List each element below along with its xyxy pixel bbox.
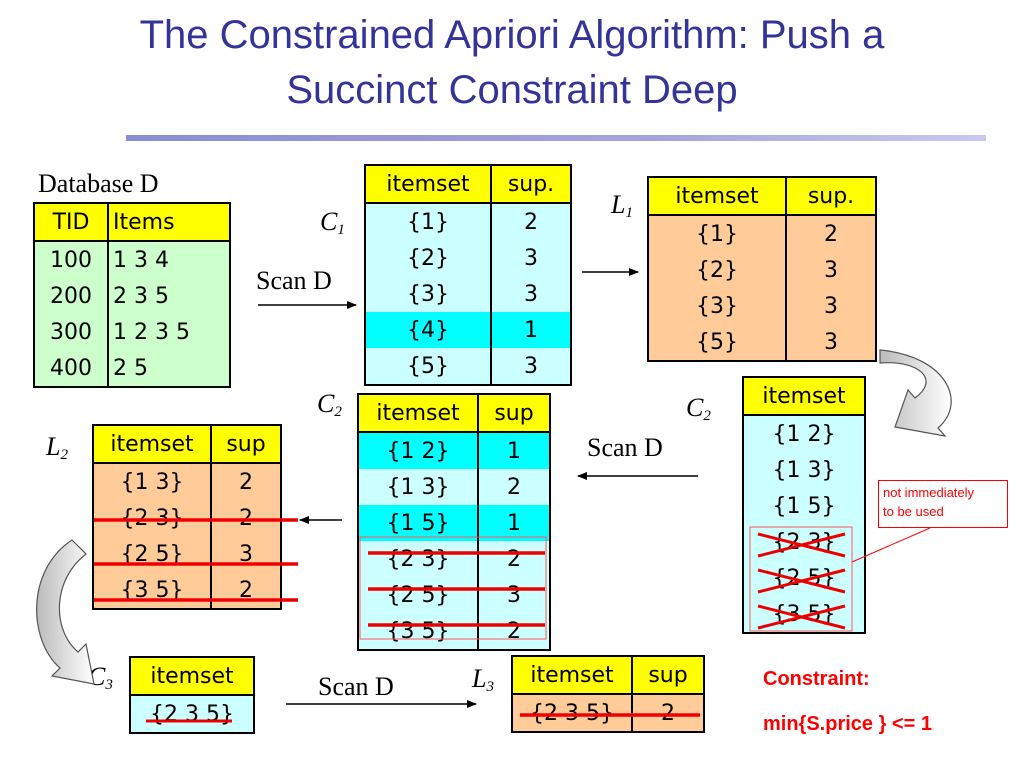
c2-candidate-row: {1 2} xyxy=(742,415,866,452)
l1-row: {1}2 xyxy=(647,215,877,252)
title-line-2: Succinct Constraint Deep xyxy=(286,68,738,112)
l1-header-sup: sup. xyxy=(785,177,877,216)
items-cell: 1 3 4 xyxy=(107,241,231,278)
title-line-1: The Constrained Apriori Algorithm: Push … xyxy=(139,13,885,57)
l3-header-itemset: itemset xyxy=(511,656,633,695)
items-cell: 1 2 3 5 xyxy=(107,314,231,350)
title-divider xyxy=(126,135,986,141)
c1-row: {2}3 xyxy=(364,240,572,276)
cross-c2-23-b xyxy=(757,532,846,558)
curved-arrow-l2-to-c3 xyxy=(36,539,95,685)
c1-row: {3}3 xyxy=(364,276,572,312)
c2-counted-row: {1 3}2 xyxy=(357,469,551,505)
c2-candidate-row: {1 3} xyxy=(742,452,866,488)
slide-title: The Constrained Apriori Algorithm: Push … xyxy=(0,8,1024,118)
tid-cell: 200 xyxy=(33,278,109,314)
c2-counted-row: {2 5}3 xyxy=(357,577,551,613)
tid-cell: 300 xyxy=(33,314,109,350)
l1-row: {2}3 xyxy=(647,252,877,288)
c2-counted-label: C2 xyxy=(317,389,342,420)
note-line-1: not immediately xyxy=(883,485,975,500)
items-cell: 2 5 xyxy=(107,350,231,387)
l2-row: {1 3}2 xyxy=(92,463,282,500)
l3-header-sup: sup xyxy=(631,656,705,695)
note-callout-line xyxy=(851,527,931,563)
database-header-tid: TID xyxy=(33,203,109,242)
c2-candidates-label: C2 xyxy=(686,393,711,424)
l1-header-itemset: itemset xyxy=(647,177,787,216)
l2-header-itemset: itemset xyxy=(92,425,212,464)
c1-row-pruned: {4}1 xyxy=(364,312,572,348)
curved-arrow-l1-to-c2 xyxy=(879,349,952,437)
c1-row: {1}2 xyxy=(364,203,572,240)
scan-label-2: Scan D xyxy=(587,433,663,462)
scan-label-1: Scan D xyxy=(256,266,332,295)
cross-c2-25-b xyxy=(757,568,846,594)
c2-candidates-header: itemset xyxy=(742,377,866,416)
cross-c2-35-b xyxy=(757,604,846,630)
c1-header-sup: sup. xyxy=(490,165,572,204)
c1-label: C1 xyxy=(320,207,345,238)
l3-label: L3 xyxy=(472,664,494,695)
c2-candidate-row: {1 5} xyxy=(742,488,866,524)
l2-row: {2 3}2 xyxy=(92,500,282,536)
database-header-items: Items xyxy=(107,203,231,242)
l3-row: {2 3 5}2 xyxy=(511,694,705,732)
c3-table: itemset {2 3 5} xyxy=(129,656,255,734)
l2-header-sup: sup xyxy=(210,425,282,464)
c1-header-itemset: itemset xyxy=(364,165,492,204)
l1-row: {3}3 xyxy=(647,288,877,324)
c2-counted-header-sup: sup xyxy=(477,394,551,433)
database-label: Database D xyxy=(38,169,159,198)
c3-row: {2 3 5} xyxy=(129,695,255,733)
tid-cell: 400 xyxy=(33,350,109,387)
l2-label: L2 xyxy=(46,432,68,463)
items-cell: 2 3 5 xyxy=(107,278,231,314)
c2-counted-header-itemset: itemset xyxy=(357,394,479,433)
c1-row: {5}3 xyxy=(364,348,572,385)
scan-label-3: Scan D xyxy=(318,672,394,701)
l1-row: {5}3 xyxy=(647,324,877,361)
tid-cell: 100 xyxy=(33,241,109,278)
l1-label: L1 xyxy=(611,190,633,221)
constraint-expression: min{S.price } <= 1 xyxy=(763,713,932,735)
constraint-heading: Constraint: xyxy=(763,668,870,690)
note-line-2: to be used xyxy=(883,504,944,519)
c3-header-itemset: itemset xyxy=(129,657,255,696)
deferred-box-counted xyxy=(359,536,547,640)
l2-row: {3 5}2 xyxy=(92,572,282,609)
c2-counted-row: {1 5}1 xyxy=(357,505,551,541)
deferred-box-candidates xyxy=(749,526,853,632)
deferred-note: not immediately to be used xyxy=(878,480,1008,528)
c2-counted-row: {1 2}1 xyxy=(357,432,551,469)
